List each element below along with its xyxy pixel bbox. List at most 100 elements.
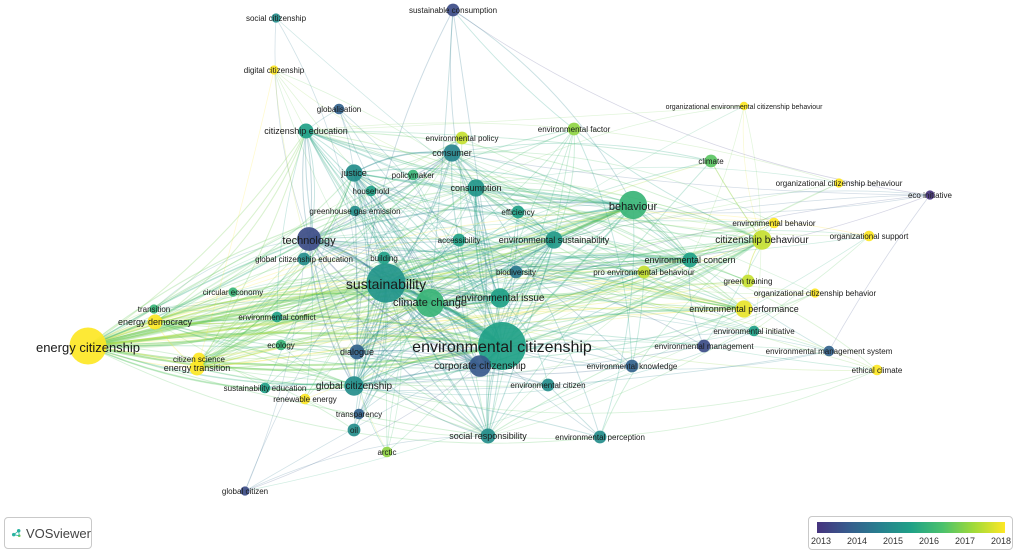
node-label-environmental-conflict[interactable]: environmental conflict <box>238 313 316 322</box>
node-label-organizational-support[interactable]: organizational support <box>830 232 909 241</box>
node-label-greenhouse-gas-emission[interactable]: greenhouse gas emission <box>309 207 400 216</box>
node-environmental-management[interactable] <box>697 339 711 353</box>
node-transition[interactable] <box>149 304 159 314</box>
node-environmental-management-system[interactable] <box>823 345 835 357</box>
node-label-energy-citizenship[interactable]: energy citizenship <box>36 340 140 355</box>
node-behaviour[interactable] <box>618 190 648 220</box>
node-label-environmental-citizen[interactable]: environmental citizen <box>510 381 585 390</box>
node-label-household[interactable]: household <box>353 187 390 196</box>
node-label-environmental-behavior[interactable]: environmental behavior <box>732 219 815 228</box>
node-policymaker[interactable] <box>407 169 419 181</box>
node-climate-change[interactable] <box>415 288 445 318</box>
node-oil[interactable] <box>347 423 361 437</box>
node-label-behaviour[interactable]: behaviour <box>609 201 658 213</box>
node-biodiversity[interactable] <box>509 265 523 279</box>
node-label-renewable-energy[interactable]: renewable energy <box>273 395 337 404</box>
node-accessibility[interactable] <box>452 233 466 247</box>
node-consumer[interactable] <box>443 144 461 162</box>
node-label-green-training[interactable]: green training <box>724 277 773 286</box>
node-label-environmental-perception[interactable]: environmental perception <box>555 433 645 442</box>
node-environmental-conflict[interactable] <box>271 311 283 323</box>
node-sustainability-education[interactable] <box>259 382 271 394</box>
node-environmental-citizenship[interactable] <box>478 322 526 370</box>
node-environmental-issue[interactable] <box>490 288 510 308</box>
node-label-dialogue[interactable]: dialogue <box>340 347 374 357</box>
node-label-oil[interactable]: oil <box>350 426 358 435</box>
node-label-environmental-factor[interactable]: environmental factor <box>538 125 611 134</box>
node-label-social-citizenship[interactable]: social citizenship <box>246 14 307 23</box>
node-label-digital-citizenship[interactable]: digital citizenship <box>244 66 305 75</box>
node-global-citizen[interactable] <box>240 486 250 496</box>
node-label-transition[interactable]: transition <box>138 305 170 314</box>
node-label-consumption[interactable]: consumption <box>450 183 501 193</box>
node-citizenship-education[interactable] <box>298 123 314 139</box>
node-green-training[interactable] <box>741 274 755 288</box>
node-label-accessibility[interactable]: accessibility <box>438 236 481 245</box>
node-environmental-perception[interactable] <box>593 430 607 444</box>
node-label-sustainable-consumption[interactable]: sustainable consumption <box>409 6 497 15</box>
node-label-environmental-management-system[interactable]: environmental management system <box>766 347 893 356</box>
node-label-environmental-performance[interactable]: environmental performance <box>689 304 799 314</box>
node-organizational-support[interactable] <box>863 230 875 242</box>
node-label-energy-transition[interactable]: energy transition <box>164 363 231 373</box>
node-organizational-citizenship-behavior[interactable] <box>810 288 820 298</box>
node-label-corporate-citizenship[interactable]: corporate citizenship <box>434 361 526 372</box>
node-environmental-policy[interactable] <box>455 131 469 145</box>
node-label-eco-initiative[interactable]: eco initiative <box>908 191 953 200</box>
node-citizenship-behaviour[interactable] <box>752 230 772 250</box>
node-organizational-citizenship-behaviour[interactable] <box>834 178 844 188</box>
node-label-sustainability-education[interactable]: sustainability education <box>224 384 307 393</box>
node-label-building[interactable]: building <box>370 254 398 263</box>
node-label-energy-democracy[interactable]: energy democracy <box>118 317 193 327</box>
node-label-environmental-policy[interactable]: environmental policy <box>426 134 499 143</box>
node-label-policymaker[interactable]: policymaker <box>392 171 435 180</box>
node-label-ethical-climate[interactable]: ethical climate <box>852 366 903 375</box>
node-label-organizational-citizenship-behaviour[interactable]: organizational citizenship behaviour <box>776 179 903 188</box>
node-label-global-citizenship[interactable]: global citizenship <box>316 381 393 392</box>
node-environmental-concern[interactable] <box>682 252 698 268</box>
node-label-technology[interactable]: technology <box>282 235 336 247</box>
node-citizen-science[interactable] <box>192 352 206 366</box>
node-label-citizen-science[interactable]: citizen science <box>173 355 226 364</box>
node-label-globalisation[interactable]: globalisation <box>317 105 361 114</box>
node-technology[interactable] <box>297 227 321 251</box>
node-eco-initiative[interactable] <box>925 190 935 200</box>
node-label-climate-change[interactable]: climate change <box>393 297 467 309</box>
node-label-global-citizen[interactable]: global citizen <box>222 487 268 496</box>
node-label-environmental-concern[interactable]: environmental concern <box>644 255 735 265</box>
node-energy-democracy[interactable] <box>147 314 163 330</box>
node-dialogue[interactable] <box>349 344 365 360</box>
node-ethical-climate[interactable] <box>871 364 883 376</box>
node-energy-citizenship[interactable] <box>69 327 107 365</box>
node-greenhouse-gas-emission[interactable] <box>349 205 361 217</box>
node-sustainability[interactable] <box>366 263 406 303</box>
node-environmental-citizen[interactable] <box>541 378 555 392</box>
node-label-biodiversity[interactable]: biodiversity <box>496 268 536 277</box>
node-label-organizational-environmental-citizenship-behaviour[interactable]: organizational environmental citizenship… <box>666 104 823 111</box>
node-environmental-initiative[interactable] <box>748 325 760 337</box>
node-environmental-sustainability[interactable] <box>545 231 563 249</box>
node-arctic[interactable] <box>381 446 393 458</box>
node-environmental-knowledge[interactable] <box>625 359 639 373</box>
node-label-citizenship-behaviour[interactable]: citizenship behaviour <box>715 235 809 246</box>
node-label-consumer[interactable]: consumer <box>432 148 472 158</box>
node-efficiency[interactable] <box>511 205 525 219</box>
node-organizational-environmental-citizenship-behaviour[interactable] <box>739 101 749 111</box>
node-global-citizenship-education[interactable] <box>297 252 311 266</box>
node-label-efficiency[interactable]: efficiency <box>501 208 534 217</box>
node-ecology[interactable] <box>275 339 287 351</box>
node-environmental-behavior[interactable] <box>768 217 780 229</box>
node-label-environmental-citizenship[interactable]: environmental citizenship <box>412 339 592 356</box>
node-social-responsibility[interactable] <box>480 428 496 444</box>
node-label-environmental-issue[interactable]: environmental issue <box>456 293 545 304</box>
node-environmental-factor[interactable] <box>567 122 581 136</box>
node-label-arctic[interactable]: arctic <box>377 448 396 457</box>
node-label-environmental-management[interactable]: environmental management <box>654 342 754 351</box>
node-label-environmental-initiative[interactable]: environmental initiative <box>713 327 795 336</box>
node-global-citizenship[interactable] <box>344 376 364 396</box>
node-label-environmental-knowledge[interactable]: environmental knowledge <box>587 362 678 371</box>
node-social-citizenship[interactable] <box>271 13 281 23</box>
node-justice[interactable] <box>345 164 363 182</box>
node-label-environmental-sustainability[interactable]: environmental sustainability <box>499 235 610 245</box>
